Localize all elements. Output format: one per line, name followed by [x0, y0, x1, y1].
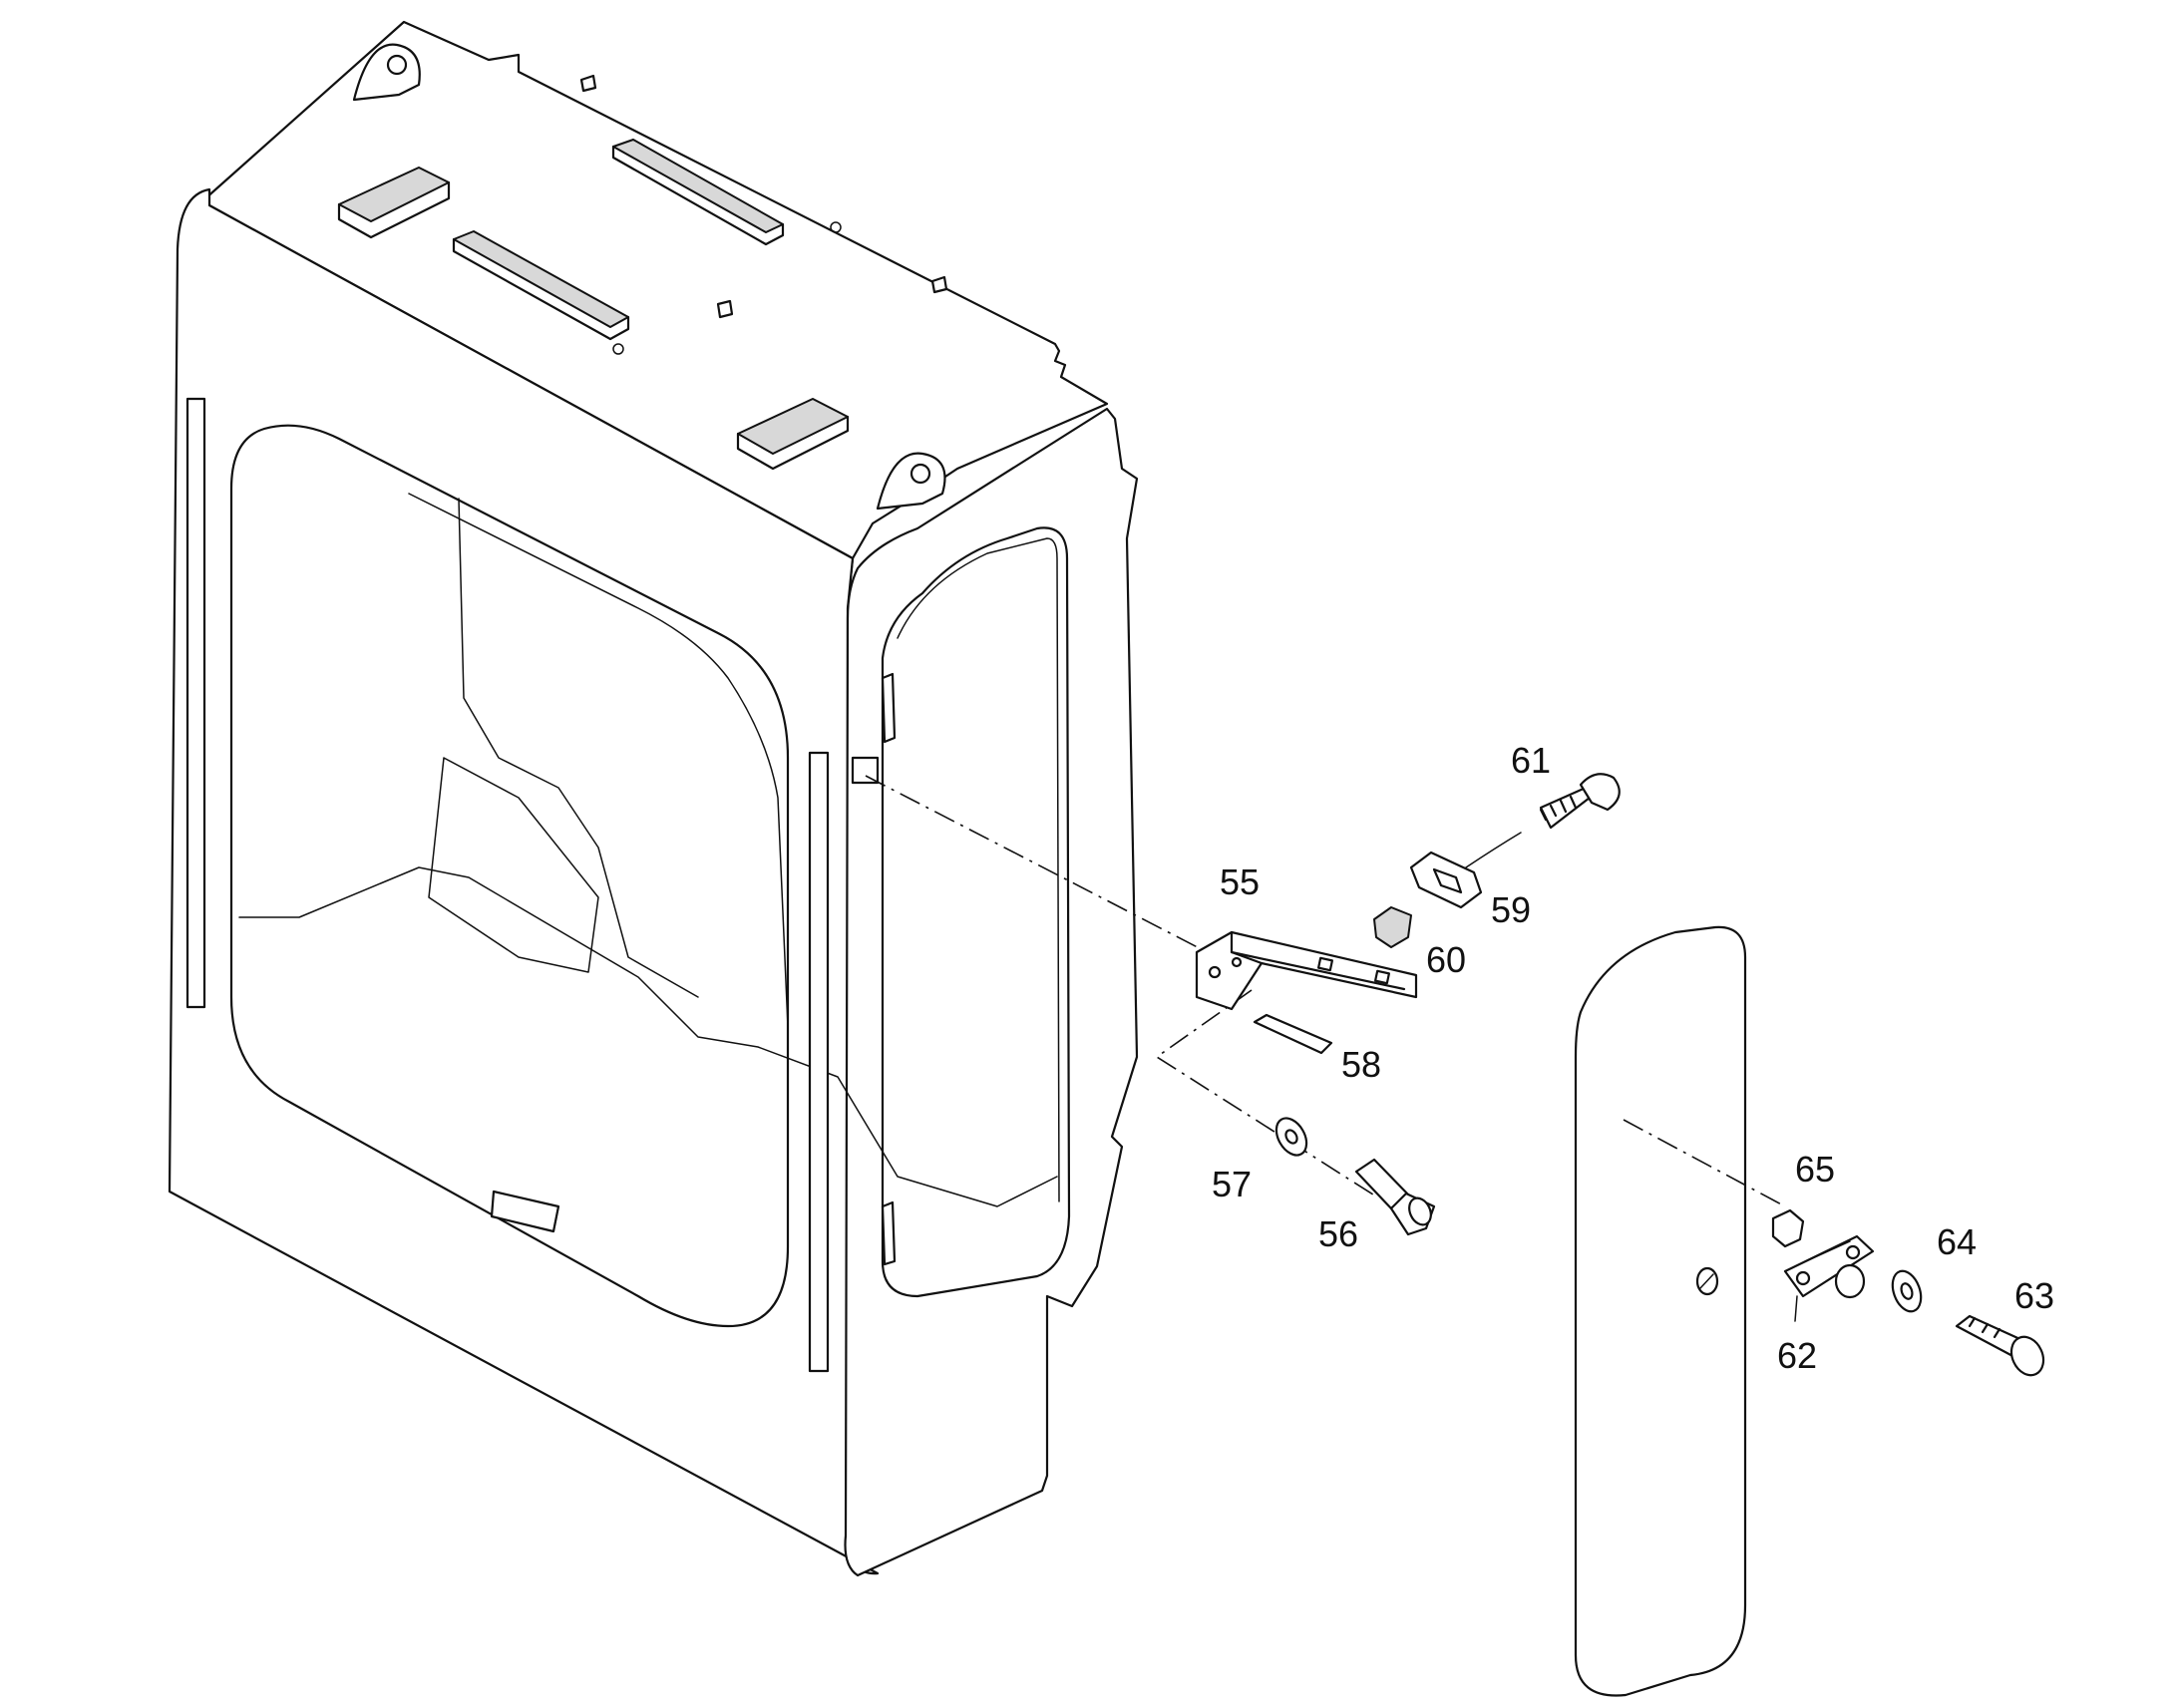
cab-left-trim-strip: [185, 397, 206, 1009]
door-panel: [1574, 925, 1747, 1697]
cab-door-inner-edge: [897, 537, 1060, 1202]
callout-65: 65: [1795, 1149, 1835, 1190]
part-60-bumper: [1373, 906, 1412, 948]
roof-hole: [612, 343, 624, 355]
part-65-nut: [1771, 1208, 1805, 1248]
callout-63: 63: [2014, 1275, 2054, 1316]
door-lock-cylinder: [1695, 1266, 1719, 1296]
part-59-latch-striker: [1409, 832, 1522, 909]
callout-56: 56: [1318, 1213, 1358, 1254]
callout-58: 58: [1341, 1044, 1381, 1085]
roof-rail-center-side: [452, 237, 630, 341]
callout-57: 57: [1212, 1164, 1252, 1204]
roof-clip: [716, 299, 734, 319]
roof-clip: [579, 74, 597, 93]
cab-front-left-trim-strip: [808, 751, 830, 1373]
cab-interior-rear-window: [408, 493, 789, 1028]
cab-interior-rear-post: [458, 498, 699, 998]
roof-clip: [930, 275, 948, 294]
leader-line-62: [1794, 1295, 1798, 1322]
door-hinge-upper: [881, 672, 897, 744]
part-58-plate: [1253, 1013, 1333, 1055]
callout-60: 60: [1426, 939, 1466, 980]
roof-pad-right-side: [736, 415, 850, 471]
part-62-lock-plate: [1783, 1234, 1875, 1299]
cab-interior-brace: [428, 757, 599, 973]
part-56-cap-screw: [1354, 1158, 1436, 1236]
cab-bottom-plate: [490, 1190, 560, 1233]
cab-door-opening: [881, 526, 1071, 1298]
cab-left-window-opening: [229, 424, 790, 1328]
part-55-bracket: [1195, 930, 1418, 1011]
roof-hole: [830, 221, 842, 233]
callout-59: 59: [1491, 889, 1531, 930]
assembly-centerline-bracket: [865, 775, 1218, 958]
callout-64: 64: [1937, 1221, 1977, 1262]
part-63-flat-head-screw: [1955, 1314, 2045, 1377]
assembly-centerline-door: [1623, 1119, 1786, 1207]
door-hinge-lower: [881, 1200, 897, 1266]
cab-frame: [168, 20, 1139, 1577]
callout-55: 55: [1220, 861, 1260, 902]
roof-pad-left-side: [337, 180, 451, 239]
lifting-eye-rear-hole: [386, 54, 408, 76]
callout-61: 61: [1511, 740, 1551, 781]
part-57-washer: [1274, 1117, 1308, 1157]
frame-latch-mount: [851, 756, 880, 785]
part-64-washer: [1891, 1269, 1923, 1313]
lifting-eye-front-hole: [909, 463, 931, 485]
callout-labels: 55 56 57 58 59 60 61 62 63 64 65: [1212, 740, 2054, 1376]
callout-62: 62: [1777, 1335, 1817, 1376]
roof-rail-right-side: [611, 145, 785, 246]
cab-interior-floor: [238, 866, 1058, 1207]
part-61-screw: [1539, 773, 1621, 830]
